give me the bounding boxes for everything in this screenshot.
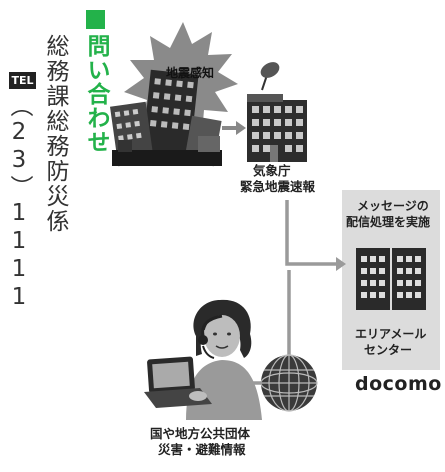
phone-number: （23）1111 [6, 94, 32, 312]
center-name-line1: エリアメール [355, 327, 427, 341]
city-buildings-icon [109, 69, 222, 167]
globe-icon [260, 354, 318, 412]
operator-icon [144, 299, 262, 420]
green-square-marker [86, 10, 105, 29]
center-process-line2: 配信処理を実施 [346, 215, 431, 229]
jma-name-label: 気象庁 [253, 163, 291, 178]
gov-line1-label: 国や地方公共団体 [150, 426, 251, 441]
gov-line2-label: 災害・避難情報 [158, 442, 246, 457]
center-buildings-icon [356, 248, 426, 310]
jma-building-icon [247, 62, 307, 162]
department-name: 総務課総務防災係 [42, 34, 68, 234]
arrow-right-icon [222, 121, 246, 135]
center-name-line2: センター [364, 343, 413, 357]
contact-heading: 問い合わせ [83, 34, 109, 154]
connector-lines [285, 200, 342, 377]
docomo-logo: docomo [355, 373, 442, 395]
center-process-line1: メッセージの [357, 199, 429, 213]
earthquake-detection-label: 地震感知 [166, 66, 215, 80]
tel-badge: TEL [9, 72, 36, 89]
jma-alert-label: 緊急地震速報 [240, 179, 316, 194]
